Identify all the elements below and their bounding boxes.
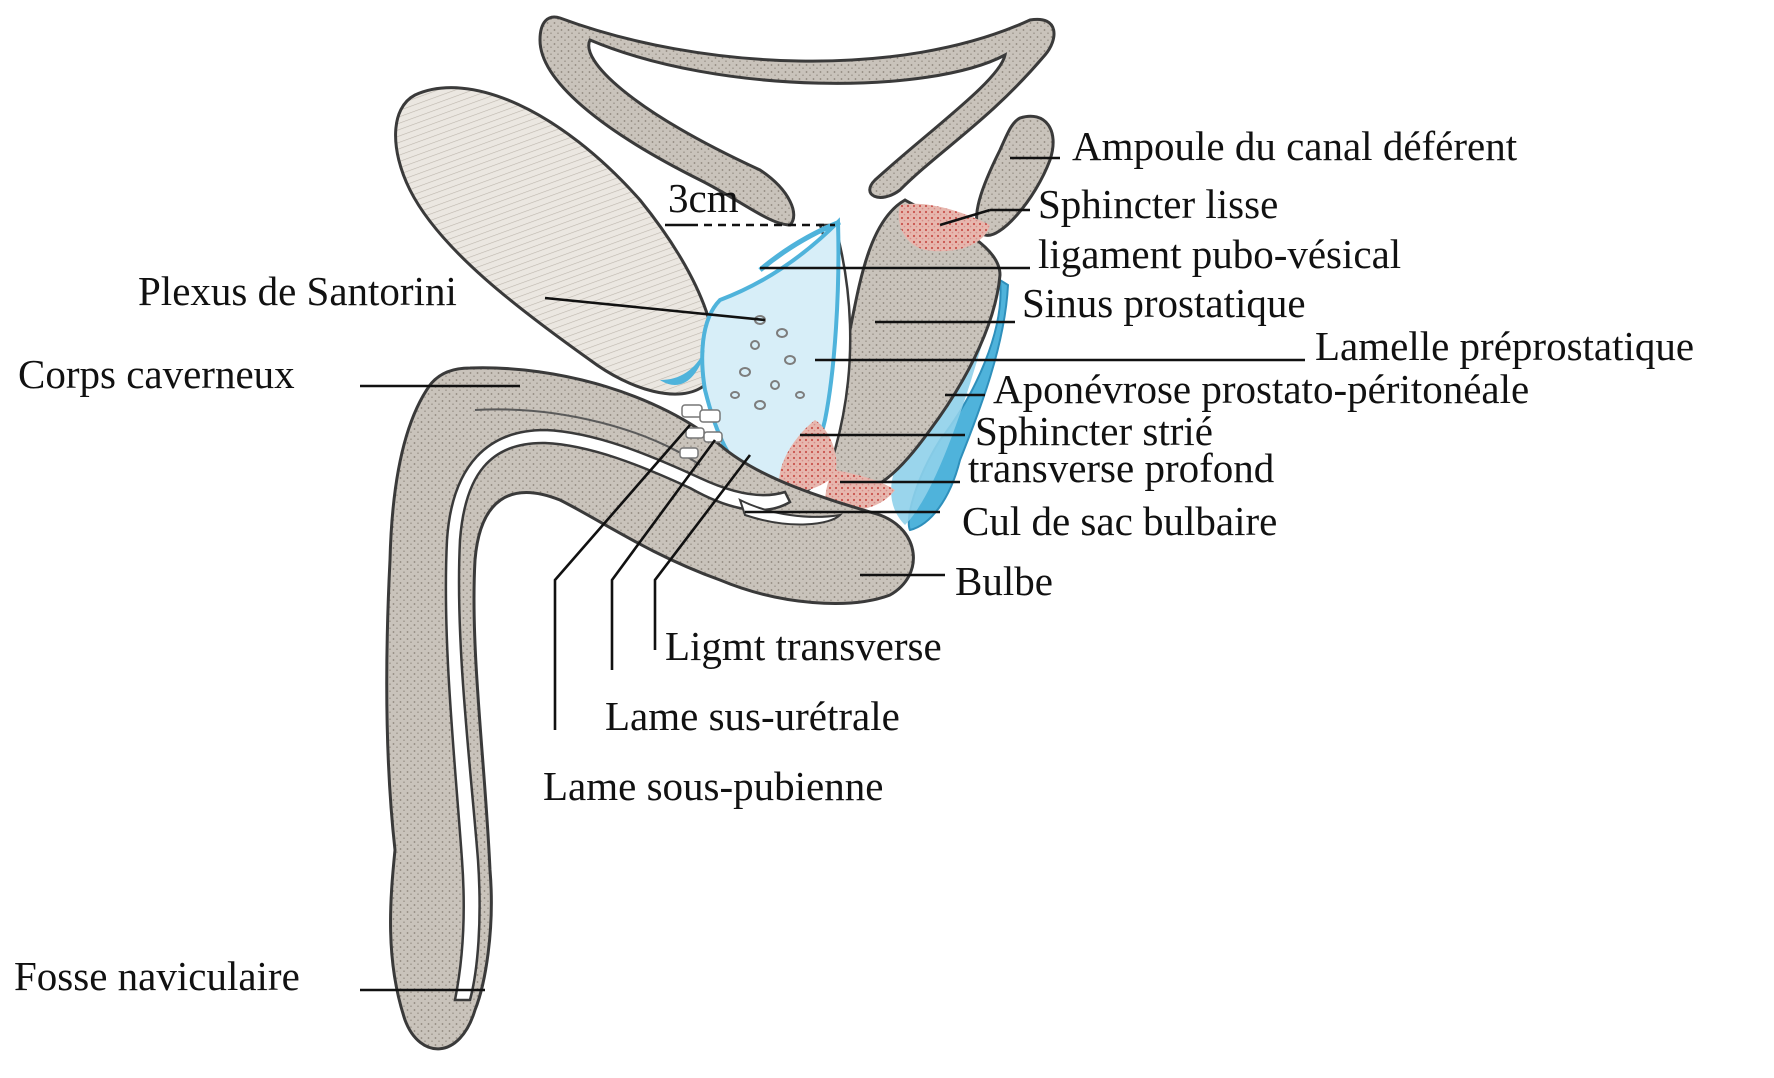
label-fosse-naviculaire: Fosse naviculaire [14,953,300,999]
label-ligament-pubo-vesical: ligament pubo-vésical [1038,231,1401,277]
label-corps-caverneux: Corps caverneux [18,351,295,397]
label-bulbe: Bulbe [955,558,1053,604]
label-lame-sus-uretrale: Lame sus-urétrale [605,693,900,739]
label-ligmt-transverse: Ligmt transverse [665,623,942,669]
label-lamelle-preprostatique: Lamelle préprostatique [1315,323,1694,369]
label-plexus-santorini: Plexus de Santorini [138,268,457,314]
label-sinus-prostatique: Sinus prostatique [1022,280,1306,326]
label-lame-sous-pubienne: Lame sous-pubienne [543,763,883,809]
label-ampoule: Ampoule du canal déférent [1072,123,1518,169]
label-transverse-profond: transverse profond [968,445,1274,491]
label-sphincter-lisse: Sphincter lisse [1038,181,1278,227]
label-aponevrose: Aponévrose prostato-péritonéale [993,366,1529,412]
label-cul-de-sac-bulbaire: Cul de sac bulbaire [962,498,1277,544]
scale-label: 3cm [668,175,739,221]
